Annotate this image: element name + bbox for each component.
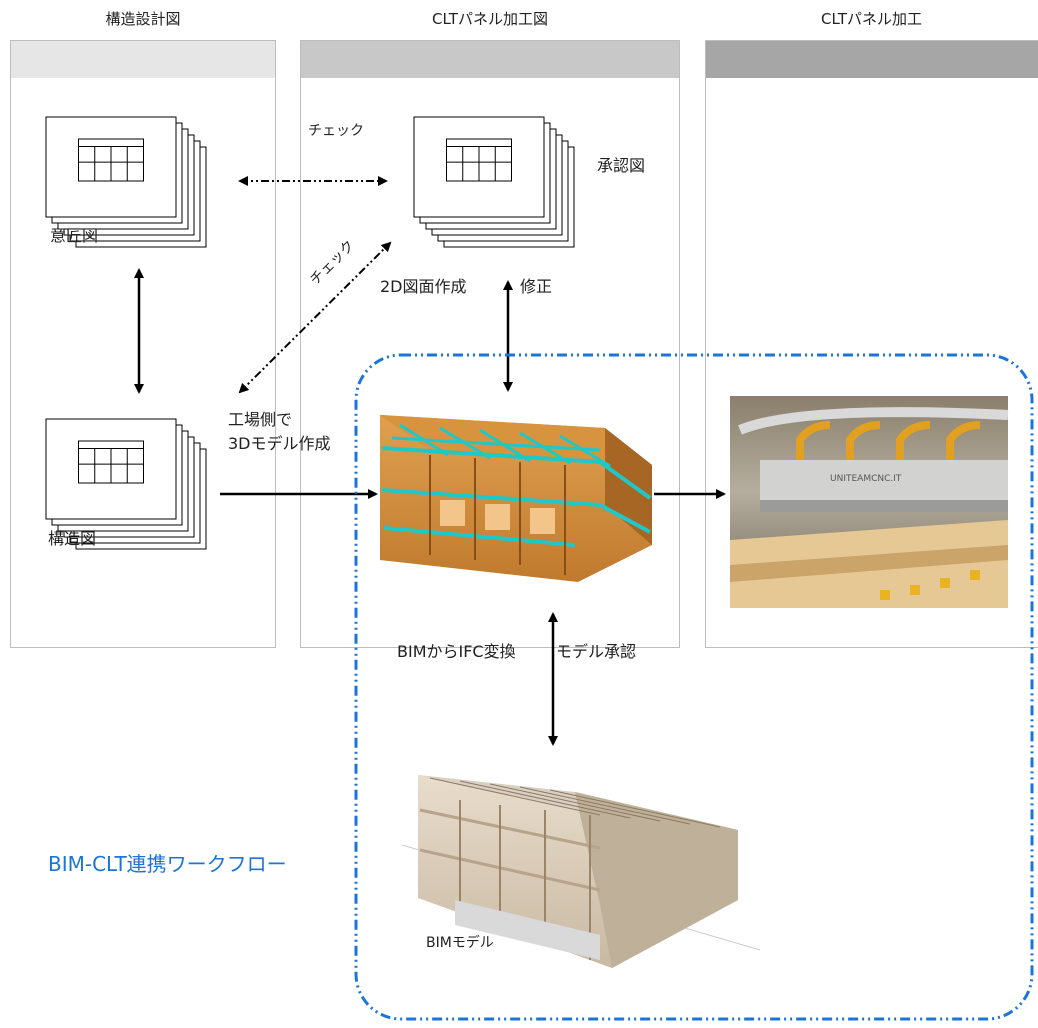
panel-header-bar [706,41,1038,78]
label-revise: 修正 [520,277,553,296]
label-structure-drawing: 構造図 [48,529,97,548]
machine-brand-text: UNITEAMCNC.IT [830,474,902,484]
column-title-structural-design: 構造設計図 [105,10,181,28]
label-design-drawing: 意匠図 [50,226,99,245]
label-create-2d: 2D図面作成 [380,277,467,296]
label-factory-line1: 工場側で [228,410,293,429]
bim-clt-workflow-region [354,353,1034,1021]
clt-processing-machine-photo: UNITEAMCNC.IT [730,396,1009,608]
label-bim-model: BIMモデル [426,935,494,951]
panel-header-bar [301,41,679,78]
check-arrow-diagonal [238,241,392,394]
label-approval-drawing: 承認図 [597,156,646,175]
label-factory-line2: 3Dモデル作成 [228,434,331,453]
design-drawing-stack-icon [45,116,207,248]
label-model-approval: モデル承認 [556,642,637,661]
panel-header-bar [11,41,275,78]
column-title-clt-panel-drawing: CLTパネル加工図 [432,10,548,28]
workflow-title: BIM-CLT連携ワークフロー [48,852,287,876]
clt-3d-model-image [380,415,652,582]
bim-model-image [401,775,761,968]
label-check-top: チェック [308,123,364,139]
structure-drawing-stack-icon [45,418,207,550]
approval-drawing-stack-icon [413,116,575,248]
label-bim-ifc: BIMからIFC変換 [397,642,516,661]
column-title-clt-panel-processing: CLTパネル加工 [821,10,922,28]
